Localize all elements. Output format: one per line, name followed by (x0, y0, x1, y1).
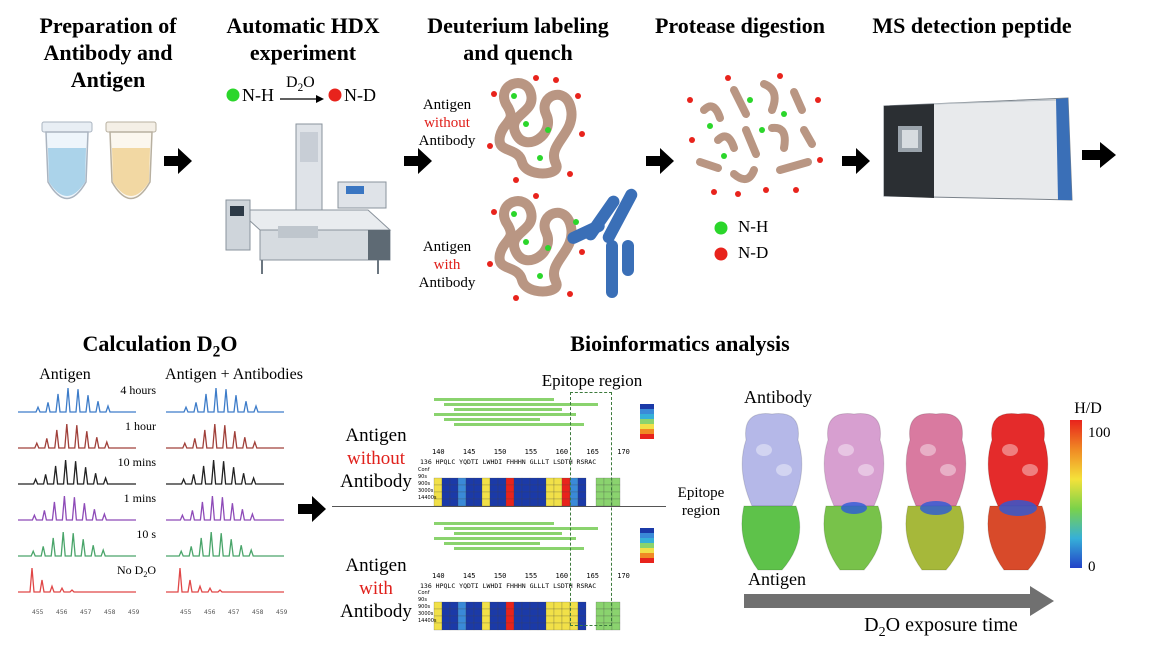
step-ms-title: MS detection peptide (872, 13, 1072, 38)
calc-title: Calculation D2O (82, 331, 238, 361)
spectrum-trace (18, 495, 136, 521)
spectrum-trace (18, 567, 136, 593)
bio-with-label: Antigen with Antibody (340, 555, 412, 622)
time-label: No D2O (117, 563, 156, 579)
x-tick-label: 455 (32, 609, 44, 616)
spectrum-trace (18, 387, 136, 413)
sample-tubes-icon (41, 121, 157, 200)
hd-max-label: 100 (1088, 425, 1111, 441)
protein-antibody-complex-icon (487, 188, 638, 301)
step-prep-title: Preparation of Antibody and Antigen (39, 13, 177, 92)
arrow-right-icon (1082, 142, 1116, 168)
structure-antibody-label: Antibody (744, 387, 813, 407)
epitope-region-box (570, 392, 612, 626)
protein-unbound-icon (487, 75, 585, 183)
legend-nd: N-D (714, 244, 794, 264)
legend-nd-label: N-D (738, 243, 769, 262)
spectrum-trace (166, 423, 284, 449)
ruler-bottom: 140 145 150 155 160 165 170 (432, 572, 630, 580)
reaction-from-label: N-H (242, 85, 274, 105)
epitope-side-label: Epitope region (677, 485, 725, 519)
time-label: 1 mins (124, 491, 157, 505)
label-with-text: Antigen with Antibody (418, 239, 476, 291)
reaction-reagent-label: D2O (286, 74, 315, 95)
spectrum-trace (166, 495, 284, 521)
exposure-time-arrow-icon (744, 586, 1054, 616)
sequence-bottom: 136 HPQLC YQDTI LWHDI FHHHN GLLLT LSDTH … (420, 582, 597, 590)
hd-label: H/D (1074, 400, 1102, 417)
label-without-text: Antigen without Antibody (418, 97, 476, 149)
epitope-top-label: Epitope region (541, 371, 643, 390)
x-tick-label: 457 (228, 609, 240, 616)
spectrum-trace (18, 423, 136, 449)
spectrum-trace (18, 459, 136, 485)
mass-spectrometer-icon (883, 97, 1073, 201)
peptide-fragments-icon (687, 73, 823, 197)
x-tick-label: 458 (252, 609, 264, 616)
step-digest-title: Protease digestion (654, 13, 826, 38)
reaction-to-label: N-D (344, 85, 376, 105)
step-label-title: Deuterium labeling and quench (427, 13, 609, 65)
arrow-right-icon (298, 496, 326, 522)
exposure-label: D2O exposure time (864, 614, 1018, 640)
x-tick-label: 459 (276, 609, 288, 616)
bio-without-label: Antigen without Antibody (340, 425, 412, 492)
arrow-right-icon (404, 148, 432, 174)
calc-col-antigen: Antigen (39, 366, 91, 383)
arrow-right-icon (164, 148, 192, 174)
spectrum-trace (166, 531, 284, 557)
x-tick-label: 459 (128, 609, 140, 616)
step-hdx-title: Automatic HDX experiment (226, 13, 380, 65)
time-label: 10 mins (118, 455, 157, 469)
x-tick-label: 456 (204, 609, 216, 616)
hd-colorbar (1070, 420, 1082, 568)
ruler-top: 140 145 150 155 160 165 170 (432, 448, 630, 456)
x-tick-label: 458 (104, 609, 116, 616)
legend-nh-label: N-H (738, 217, 769, 236)
time-label: 1 hour (125, 419, 156, 433)
mass-spectra-panel: 4 hours 1 hour 10 mins 1 mins 10 s No D2O 455 4… (18, 383, 288, 616)
time-label: 4 hours (120, 383, 156, 397)
spectrum-trace (18, 531, 136, 557)
arrow-right-icon (842, 148, 870, 174)
arrow-right-icon (646, 148, 674, 174)
spectrum-trace (166, 459, 284, 485)
hdx-heatmaps (433, 398, 654, 631)
bio-title: Bioinformatics analysis (570, 331, 790, 356)
calc-col-antigen-antibodies: Antigen + Antibodies (165, 366, 303, 383)
x-tick-label: 457 (80, 609, 92, 616)
spectrum-trace (166, 567, 284, 593)
protein-structures-icon (741, 413, 1049, 571)
divider-line (332, 506, 666, 507)
sequence-top: 136 HPQLC YQDTI LWHDI FHHHN GLLLT LSDTH … (420, 458, 597, 466)
legend-nh: N-H (714, 218, 794, 238)
hd-min-label: 0 (1088, 559, 1096, 575)
hdx-reaction: N-H D2O N-D (226, 74, 396, 108)
time-label: 10 s (136, 527, 156, 541)
structure-antigen-label: Antigen (748, 569, 806, 589)
hdx-robot-icon (225, 123, 392, 274)
x-tick-label: 456 (56, 609, 68, 616)
spectrum-trace (166, 387, 284, 413)
x-tick-label: 455 (180, 609, 192, 616)
